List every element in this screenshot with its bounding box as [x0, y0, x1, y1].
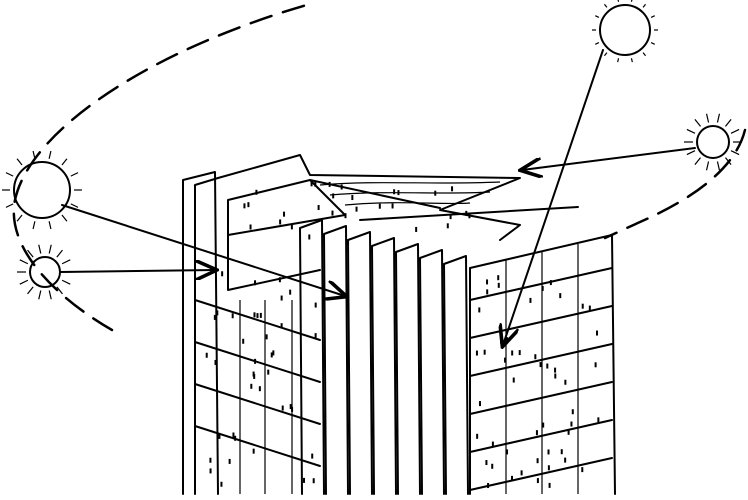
arrow-east-sun — [522, 147, 696, 170]
sun-west-icon — [2, 150, 82, 230]
facade-fin — [323, 225, 349, 495]
sun-path-right — [603, 128, 747, 240]
facade-fin — [443, 255, 469, 495]
sun-path-left — [12, 2, 312, 332]
facade-fin — [347, 231, 373, 495]
people-figures — [205, 181, 600, 489]
facade-fin — [419, 249, 445, 495]
building — [182, 154, 616, 495]
arrow-west-sun — [61, 204, 345, 296]
sun-noon-icon — [592, 0, 658, 63]
facade-fin — [371, 237, 397, 495]
sun-east-icon — [684, 113, 742, 171]
sun-ray-arrows — [59, 49, 696, 345]
arrow-noon-sun — [503, 49, 604, 345]
facade-fin — [395, 243, 421, 495]
arrow-low-sun — [59, 270, 215, 272]
suns — [2, 0, 742, 300]
facade-fin — [299, 219, 325, 495]
